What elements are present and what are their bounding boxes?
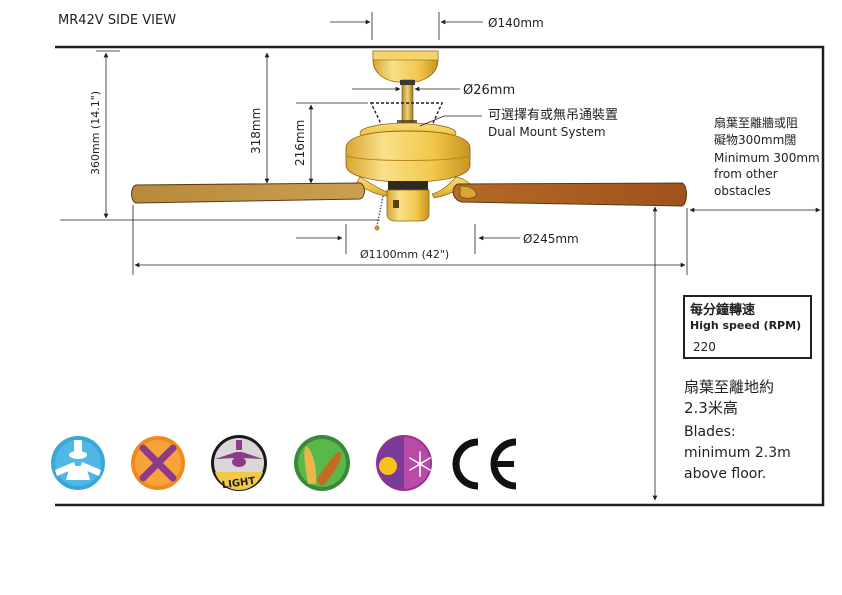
fan-blades-icon bbox=[51, 436, 105, 490]
light-kit-icon: LIGHT bbox=[211, 435, 267, 491]
blade-right bbox=[452, 182, 687, 207]
switch-housing bbox=[386, 189, 430, 222]
blade-iron-right bbox=[431, 176, 471, 199]
pull-chain bbox=[376, 195, 384, 227]
mount-leader bbox=[419, 115, 482, 127]
downrod bbox=[401, 79, 414, 125]
reverse-switch bbox=[393, 200, 399, 208]
canopy-band bbox=[372, 50, 439, 61]
speed-box bbox=[683, 295, 812, 359]
clearance-zh-2: 礙物300mm闊 bbox=[714, 133, 796, 147]
floor-zh-1: 扇葉至離地約 bbox=[684, 378, 774, 396]
blade-span-label: Ø1100mm (42") bbox=[360, 248, 449, 261]
floor-en-3: above floor. bbox=[684, 466, 766, 482]
clearance-zh-1: 扇葉至離牆或阻 bbox=[714, 115, 798, 130]
overall-height-label: 360mm (14.1") bbox=[89, 91, 102, 175]
floor-zh-2: 2.3米高 bbox=[684, 399, 738, 417]
speed-value: 220 bbox=[693, 340, 716, 354]
motor-housing bbox=[345, 130, 471, 183]
ce-mark-icon bbox=[452, 438, 517, 490]
wood-blades-icon bbox=[294, 435, 350, 491]
canopy-diameter-label: Ø140mm bbox=[488, 16, 544, 30]
height-216-label: 216mm bbox=[293, 120, 307, 166]
downrod-diameter-label: Ø26mm bbox=[463, 83, 515, 98]
height-318-label: 318mm bbox=[249, 108, 263, 154]
clearance-en-3: obstacles bbox=[714, 184, 771, 198]
frame-outline bbox=[55, 45, 825, 507]
switch-housing-top bbox=[388, 181, 428, 190]
floor-en-2: minimum 2.3m bbox=[684, 445, 791, 461]
pull-chain-fob bbox=[374, 225, 380, 231]
motor-diameter-label: Ø245mm bbox=[523, 232, 579, 246]
blade-right-tip bbox=[459, 185, 477, 199]
mount-note-zh: 可選擇有或無吊通裝置 bbox=[488, 107, 618, 123]
clearance-en-2: from other bbox=[714, 167, 778, 181]
clearance-en-1: Minimum 300mm bbox=[714, 151, 820, 165]
summer-winter-icon bbox=[376, 435, 432, 491]
four-blade-icon bbox=[131, 436, 185, 490]
mount-note-en: Dual Mount System bbox=[488, 125, 606, 139]
diagram-title: MR42V SIDE VIEW bbox=[58, 13, 176, 28]
motor-band bbox=[345, 155, 471, 161]
speed-en: High speed (RPM) bbox=[690, 319, 801, 332]
light-label: LIGHT bbox=[221, 476, 256, 492]
floor-en-1: Blades: bbox=[684, 424, 736, 440]
speed-zh: 每分鐘轉速 bbox=[690, 302, 755, 318]
blade-left bbox=[131, 182, 365, 204]
downrod-collar bbox=[400, 80, 415, 85]
